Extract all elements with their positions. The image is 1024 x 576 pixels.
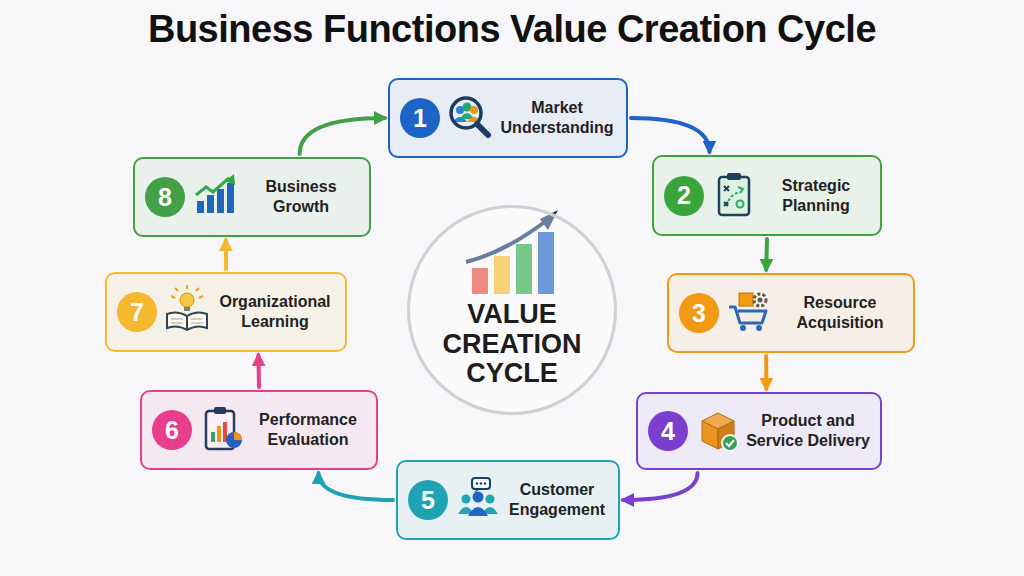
flow-arrow (631, 118, 710, 152)
process-box: Performance Evaluation 6 (140, 390, 378, 470)
box-label: Product and Service Delivery (746, 411, 870, 451)
process-box: Resource Acquisition 3 (667, 273, 915, 353)
step-number-badge: 5 (408, 480, 448, 520)
flow-arrow (256, 355, 261, 387)
flow-arrow (623, 473, 698, 500)
flow-arrow (764, 239, 769, 270)
callout-number: 5 (421, 488, 435, 513)
center-circle: VALUE CREATION CYCLE (407, 205, 617, 415)
callout-number: 8 (158, 185, 172, 210)
flow-arrow (319, 473, 394, 500)
process-box: Customer Engagement 5 (396, 460, 620, 540)
callout-number: 3 (692, 301, 706, 326)
process-box: Product and Service Delivery 4 (636, 392, 882, 470)
step-number-badge: 8 (145, 177, 185, 217)
box-label: Customer Engagement (506, 480, 608, 520)
process-box: Strategic Planning 2 (652, 155, 882, 236)
center-label: VALUE CREATION CYCLE (427, 300, 597, 389)
process-box: Organizational Learning 7 (105, 272, 347, 352)
step-number-badge: 3 (679, 293, 719, 333)
box-label: Strategic Planning (762, 176, 870, 216)
step-number-badge: 6 (152, 410, 192, 450)
diagram-title: Business Functions Value Creation Cycle (0, 8, 1024, 51)
process-box: Business Growth 8 (133, 157, 371, 237)
callout-number: 6 (165, 418, 179, 443)
box-label: Performance Evaluation (250, 410, 366, 450)
step-number-badge: 7 (117, 292, 157, 332)
callout-number: 7 (130, 300, 144, 325)
flow-arrow (224, 240, 228, 269)
callout-number: 2 (677, 183, 691, 208)
callout-number: 4 (661, 419, 675, 444)
box-label: Market Understanding (498, 98, 616, 138)
process-box: Market Understanding 1 (388, 78, 628, 158)
step-number-badge: 4 (648, 411, 688, 451)
callout-number: 1 (413, 106, 427, 131)
step-number-badge: 1 (400, 98, 440, 138)
box-label: Resource Acquisition (777, 293, 903, 333)
box-label: Business Growth (243, 177, 359, 217)
flow-arrow (764, 356, 768, 389)
box-label: Organizational Learning (215, 292, 335, 332)
flow-arrow (300, 118, 385, 154)
step-number-badge: 2 (664, 176, 704, 216)
